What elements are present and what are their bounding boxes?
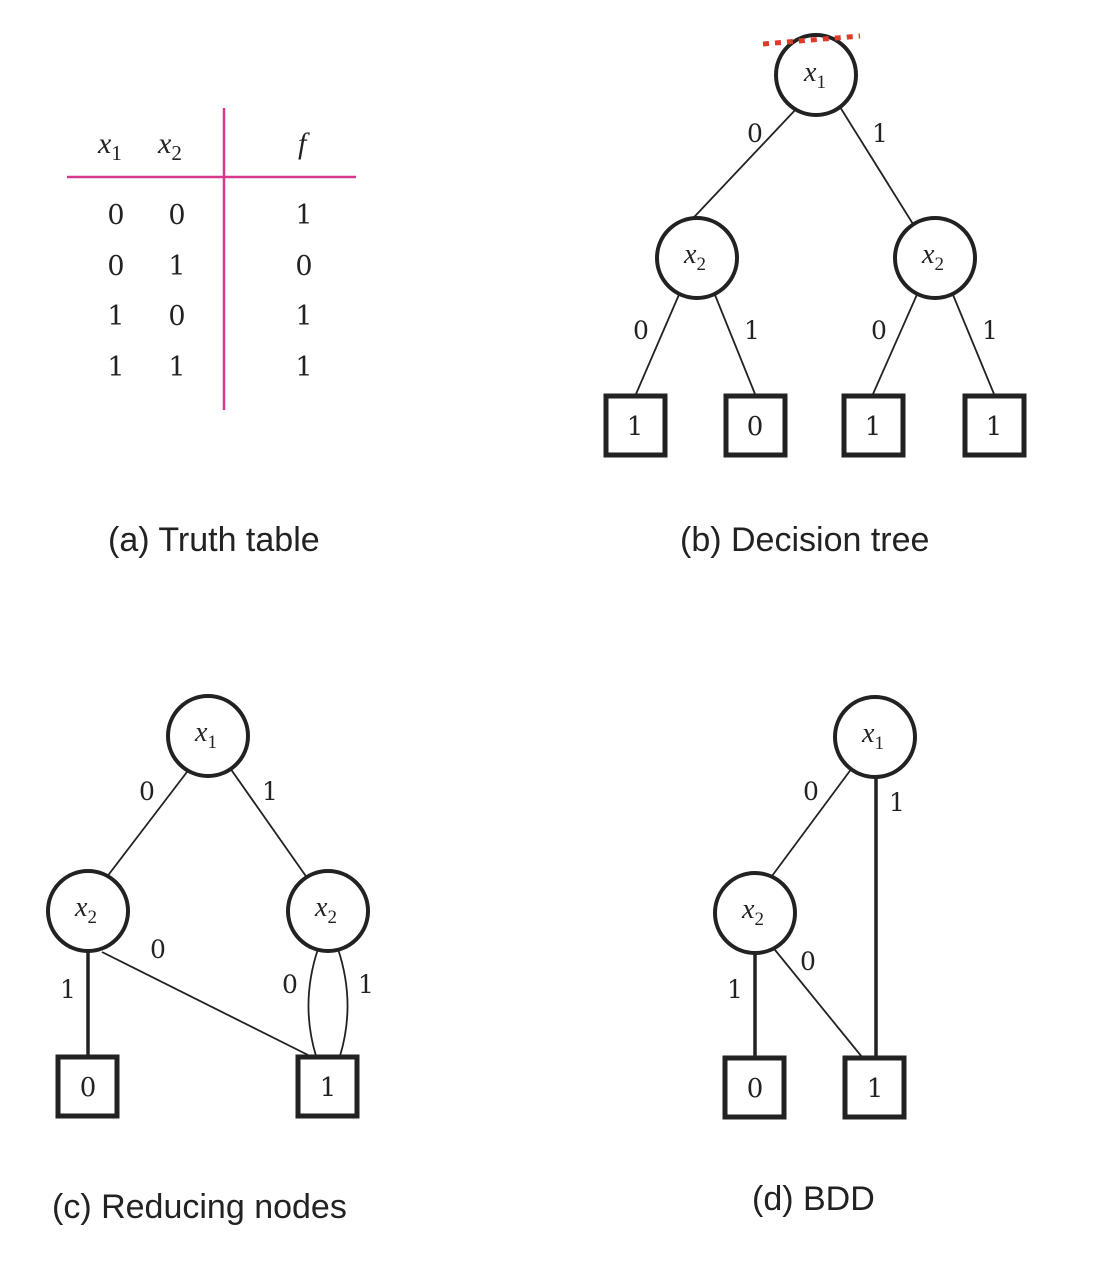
table-cell: 1: [107, 352, 124, 383]
edge-left-0: [635, 289, 682, 395]
edge-label: 0: [633, 316, 649, 345]
caption-b: (b) Decision tree: [680, 521, 929, 559]
leaf-label: 1: [986, 412, 1003, 442]
table-cell: 0: [168, 301, 185, 332]
edge-right-1: [337, 948, 349, 1057]
leaf-label: 1: [320, 1073, 337, 1103]
leaf-label: 1: [865, 412, 882, 442]
leaf-label: 0: [747, 1074, 764, 1104]
caption-a: (a) Truth table: [108, 521, 320, 559]
node-x2-label: x2: [741, 894, 764, 930]
edge-label: 0: [282, 970, 298, 999]
decision-tree: 0 1 0 1 0 1 x1 x2 x2 1 0 1 1: [603, 33, 1027, 458]
table-cell: 1: [168, 251, 185, 282]
edge-right-0: [307, 948, 319, 1057]
leaf-1: [842, 1055, 907, 1120]
red-dotted-mark: [762, 33, 861, 47]
node-x2-left: [655, 216, 739, 300]
table-cell: 1: [107, 301, 124, 332]
node-x1-label: x1: [803, 57, 826, 93]
node-x1: [774, 33, 858, 117]
leaf-0: [722, 1055, 787, 1120]
truth-table: x1 x2 f 0 0 1 0 1 0 1 0 1 1 1 1: [67, 108, 356, 410]
table-cell: 1: [295, 301, 312, 332]
leaf-label: 1: [627, 412, 644, 442]
edge-label: 0: [139, 777, 155, 806]
table-cell: 0: [295, 251, 312, 282]
node-x2-right-label: x2: [921, 239, 944, 275]
table-cell: 0: [107, 251, 124, 282]
node-x1-label: x1: [194, 717, 217, 753]
leaf-0: [723, 393, 788, 458]
edge-label: 1: [982, 316, 998, 345]
node-x1-label: x1: [861, 718, 884, 754]
edge-right-1: [950, 289, 995, 395]
reducing-nodes-diagram: 0 1 1 0 0 1 x1 x2 x2 0 1: [46, 694, 374, 1119]
leaf-label: 0: [747, 412, 764, 442]
leaf-0: [55, 1054, 120, 1119]
table-cell: 1: [168, 352, 185, 383]
table-cell: 0: [168, 200, 185, 231]
edge-label: 1: [727, 975, 743, 1004]
edge-root-0: [768, 767, 853, 881]
header-x1: x1: [97, 127, 122, 165]
edge-label: 0: [150, 935, 166, 964]
edge-label: 1: [872, 119, 888, 148]
table-cell: 1: [295, 352, 312, 383]
node-x1: [833, 695, 917, 779]
node-x2-right-label: x2: [314, 892, 337, 928]
edge-root-0: [679, 106, 799, 233]
caption-c: (c) Reducing nodes: [52, 1188, 347, 1226]
edge-left-1: [712, 289, 756, 395]
edge-label: 1: [889, 788, 905, 817]
table-cell: 0: [107, 200, 124, 231]
edge-label: 1: [744, 316, 760, 345]
header-x2: x2: [157, 127, 182, 165]
edge-label: 1: [358, 970, 374, 999]
node-x2-right: [893, 216, 977, 300]
node-x1: [166, 694, 250, 778]
edge-left-0: [101, 951, 311, 1057]
edge-root-0: [102, 767, 191, 883]
edge-root-1: [229, 767, 311, 883]
leaf-label: 1: [867, 1074, 884, 1104]
edge-x2-0: [770, 944, 863, 1058]
node-x2-right: [286, 869, 370, 953]
edge-label: 0: [803, 777, 819, 806]
edge-label: 1: [262, 777, 278, 806]
leaf-1: [841, 393, 906, 458]
edge-label: 0: [747, 119, 763, 148]
leaf-label: 0: [80, 1073, 97, 1103]
node-x2-left-label: x2: [683, 239, 706, 275]
bdd-diagram: 0 1 1 0 x1 x2 0 1: [713, 695, 917, 1120]
edge-label: 1: [60, 975, 76, 1004]
leaf-1: [962, 393, 1027, 458]
header-f: f: [298, 127, 310, 160]
table-cell: 1: [295, 200, 312, 231]
edge-root-1: [839, 106, 919, 233]
edge-label: 0: [800, 947, 816, 976]
leaf-1: [603, 393, 668, 458]
node-x2-left: [46, 869, 130, 953]
caption-d: (d) BDD: [752, 1180, 875, 1218]
node-x2: [713, 871, 797, 955]
node-x2-left-label: x2: [74, 892, 97, 928]
leaf-1: [295, 1054, 360, 1119]
edge-label: 0: [871, 316, 887, 345]
edge-right-0: [872, 289, 920, 395]
